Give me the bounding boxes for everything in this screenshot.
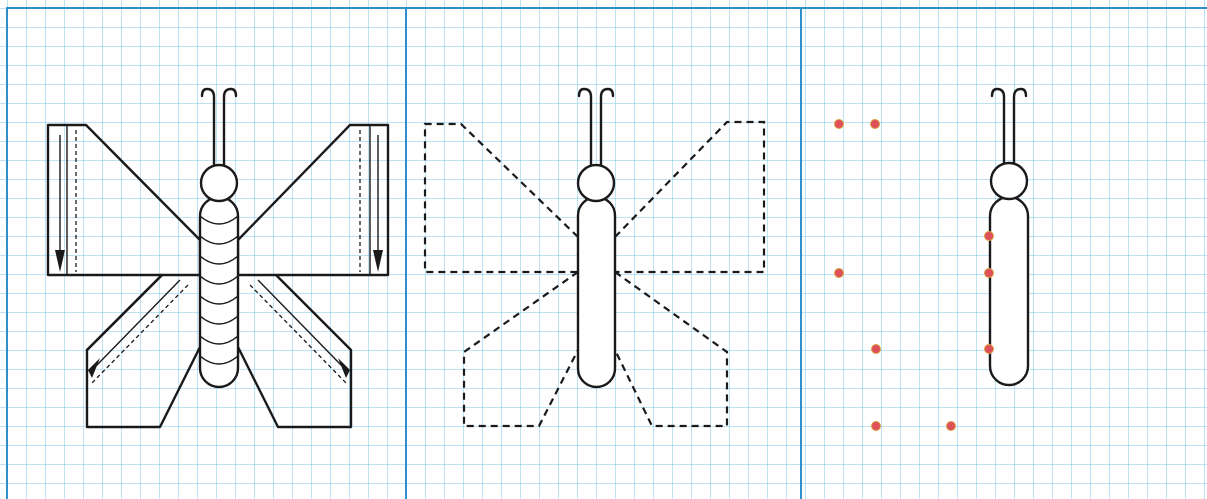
butterfly-body <box>200 197 238 387</box>
guide-dot-icon <box>872 345 881 354</box>
guide-dot-icon <box>872 422 881 431</box>
guide-dot-icon <box>835 269 844 278</box>
butterfly-body <box>990 197 1028 385</box>
butterfly-head <box>991 163 1027 199</box>
butterfly-head <box>201 165 237 201</box>
guide-dot-icon <box>985 269 994 278</box>
guide-dot-icon <box>871 120 880 129</box>
guide-dot-icon <box>947 422 956 431</box>
guide-dot-icon <box>985 345 994 354</box>
butterfly-body <box>578 197 615 387</box>
butterfly-head <box>578 165 614 201</box>
guide-dot-icon <box>985 232 994 241</box>
guide-dot-icon <box>835 120 844 129</box>
